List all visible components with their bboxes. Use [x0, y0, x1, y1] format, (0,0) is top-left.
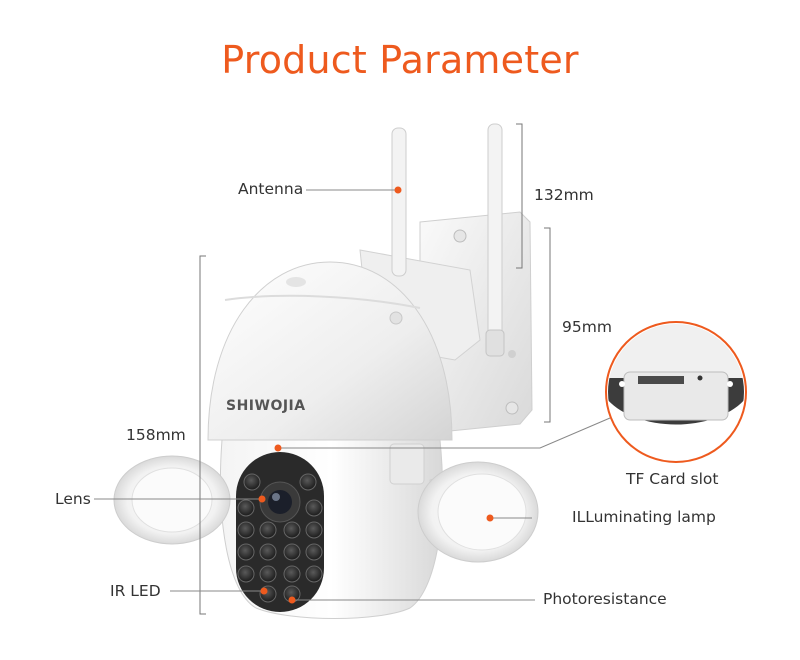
label-photoresistance: Photoresistance — [543, 590, 667, 608]
label-illuminating-lamp: ILLuminating lamp — [572, 508, 716, 526]
page-title: Product Parameter — [221, 38, 579, 82]
label-lens: Lens — [55, 490, 91, 508]
camera-dome — [207, 261, 453, 441]
tf-card-slot-inset — [605, 321, 747, 463]
wall-mount — [359, 211, 533, 433]
ir-led — [305, 543, 323, 561]
ir-led — [237, 499, 255, 517]
leader-lines — [94, 189, 611, 601]
dimension-antenna-height: 132mm — [534, 186, 594, 204]
ir-led — [259, 543, 277, 561]
ir-led — [237, 543, 255, 561]
ir-led — [305, 565, 323, 583]
antennas — [391, 123, 505, 357]
label-ir-led: IR LED — [110, 582, 161, 600]
dimension-lines — [199, 123, 551, 615]
leader-dots — [258, 186, 494, 604]
ir-led — [283, 565, 301, 583]
ir-led-array — [237, 473, 323, 603]
label-antenna: Antenna — [238, 180, 304, 198]
brand-logo: SHIWOJIA — [226, 398, 306, 414]
ir-led — [305, 499, 323, 517]
ir-led — [259, 565, 277, 583]
ir-led — [299, 473, 317, 491]
dimension-total-height: 158mm — [126, 426, 186, 444]
lens — [259, 481, 301, 523]
ir-led — [243, 473, 261, 491]
ir-led — [283, 543, 301, 561]
ir-led — [305, 521, 323, 539]
ir-led — [259, 521, 277, 539]
ir-led — [237, 565, 255, 583]
floodlight-right — [417, 461, 539, 563]
ir-led — [283, 521, 301, 539]
ir-led — [237, 521, 255, 539]
floodlight-left — [113, 455, 231, 545]
label-tf-card-slot: TF Card slot — [626, 470, 719, 488]
dimension-mount-height: 95mm — [562, 318, 612, 336]
